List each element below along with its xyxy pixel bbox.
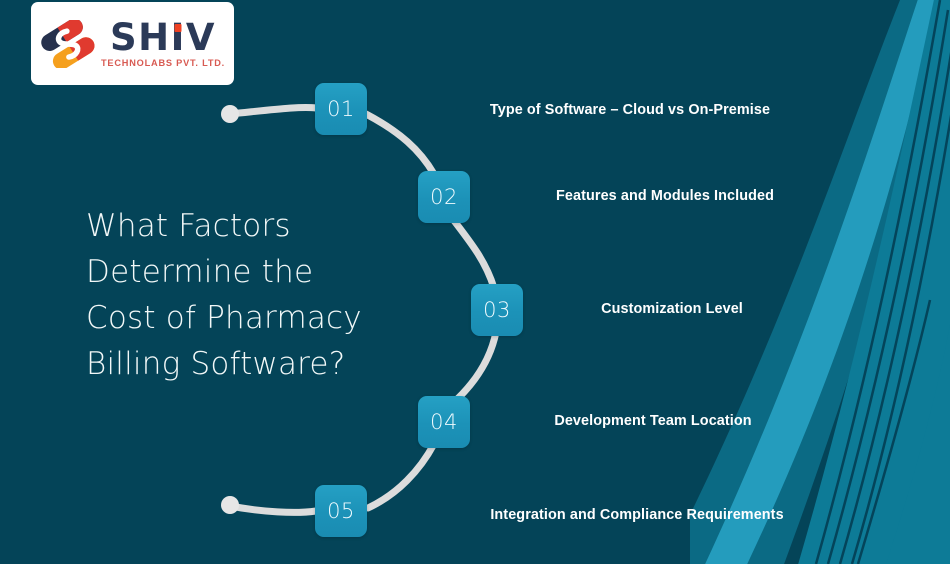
step-label-04: Development Team Location (554, 413, 752, 429)
page-title-line-3: Cost of Pharmacy (86, 300, 362, 336)
decor-band-corner (886, 325, 950, 564)
step-number-box-04[interactable]: 04 (418, 396, 470, 448)
logo-name-part-2: V (185, 15, 217, 59)
decorative-swoosh-graphic (690, 0, 950, 564)
decor-line-4 (850, 114, 950, 564)
connector-segment-2-3 (448, 214, 498, 292)
connector-segment-start (226, 103, 320, 118)
decor-line-5 (856, 299, 932, 564)
page-title: What Factors Determine the Cost of Pharm… (86, 203, 416, 387)
step-label-02: Features and Modules Included (556, 188, 774, 204)
decor-band-dark (690, 0, 947, 564)
connector-segment-end (226, 502, 320, 516)
step-number-box-01[interactable]: 01 (315, 83, 367, 135)
step-number-box-05[interactable]: 05 (315, 485, 367, 537)
connector-end-dot-icon (221, 496, 239, 514)
page-title-line-1: What Factors (86, 208, 291, 244)
connector-segment-4-5 (364, 440, 438, 512)
logo-i-dot-icon (174, 23, 182, 32)
decor-line-3 (838, 51, 950, 564)
decor-band-right (798, 0, 950, 564)
step-number-box-02[interactable]: 02 (418, 171, 470, 223)
page-title-line-2: Determine the (86, 254, 314, 290)
step-number-box-03[interactable]: 03 (471, 284, 523, 336)
decor-line-1 (814, 0, 942, 564)
step-label-03: Customization Level (601, 301, 743, 317)
step-label-05: Integration and Compliance Requirements (490, 507, 784, 523)
logo-tagline: TECHNOLABS PVT. LTD. (101, 57, 226, 68)
logo-name-letter-i: I (170, 15, 186, 59)
shiv-capsule-logo-icon (41, 19, 95, 68)
step-label-01: Type of Software – Cloud vs On-Premise (489, 102, 771, 118)
decor-line-2 (826, 9, 950, 564)
decor-band-bright (705, 0, 937, 564)
connector-start-dot-icon (221, 105, 239, 123)
connector-segment-3-4 (448, 328, 500, 408)
logo-name-part-1: SH (110, 15, 171, 59)
page-title-line-4: Billing Software? (86, 346, 346, 382)
connector-segment-1-2 (362, 110, 438, 178)
